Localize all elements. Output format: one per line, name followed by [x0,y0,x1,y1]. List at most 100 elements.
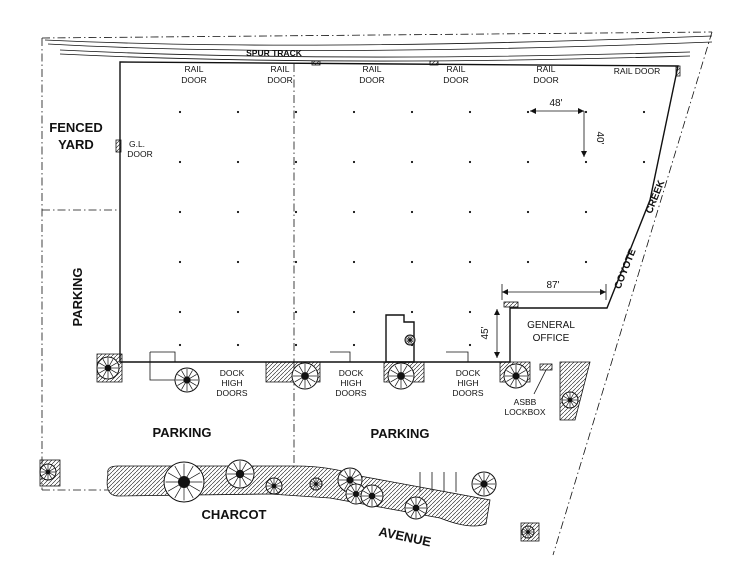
column-dot [236,310,240,314]
rail-door-5-label-b: DOOR [533,75,559,85]
column-dot [352,260,356,264]
avenue-label: AVENUE [377,524,432,550]
column-dot [526,260,530,264]
column-dot [352,343,356,347]
column-dot [468,210,472,214]
column-dot [526,210,530,214]
rail-door-4-label-a: RAIL [447,64,466,74]
column-dot [236,343,240,347]
column-dot [236,260,240,264]
column-grid [178,110,646,347]
tree-icon [387,362,415,390]
tree-icon [503,363,529,389]
column-dot [236,210,240,214]
dock-1-label-a: DOCK [220,368,245,378]
column-dot [584,260,588,264]
rail-door-6-label: RAIL DOOR [614,66,660,76]
tree-icon [174,367,200,393]
property-boundary [41,31,713,556]
tree-icon [163,461,205,503]
column-dot [410,310,414,314]
column-dot [468,310,472,314]
rail-door-1-label-b: DOOR [181,75,207,85]
gl-door-label-b: DOOR [127,149,153,159]
office-label-a: GENERAL [527,320,575,331]
parking-left-label: PARKING [70,268,85,327]
column-dot [468,343,472,347]
fenced-yard-label-a: FENCED [49,120,102,135]
parking-right-label: PARKING [371,426,430,441]
rail-door-3-label-a: RAIL [363,64,382,74]
column-dot [468,160,472,164]
tree-icon [404,334,416,346]
building-outline [119,61,679,363]
column-dot [294,160,298,164]
column-dot [178,343,182,347]
tree-icon [96,356,120,380]
tree-icon [291,362,319,390]
creek-label: CREEK [644,178,668,215]
dock-3-label-a: DOCK [456,368,481,378]
column-dot [178,310,182,314]
dock-3-label-c: DOORS [452,388,484,398]
column-dot [526,110,530,114]
rail-door-marks [311,60,681,77]
dock-2-label-c: DOORS [335,388,367,398]
column-dot [468,110,472,114]
asbb-label-a: ASBB [514,397,537,407]
gl-door-mark [115,139,122,153]
column-dot [584,210,588,214]
tree-icon [265,477,283,495]
office-label-b: OFFICE [533,333,570,344]
column-dot [410,160,414,164]
tree-icon [471,471,497,497]
frontage-landscape [106,465,491,527]
tree-icon [309,477,323,491]
dim-87-label: 87' [546,280,559,291]
column-dot [294,310,298,314]
column-dot [352,210,356,214]
dock-1-label-c: DOORS [216,388,248,398]
rail-door-2-label-a: RAIL [271,64,290,74]
gl-door-label-a: G.L. [129,139,145,149]
column-dot [584,110,588,114]
rail-door-1-label-a: RAIL [185,64,204,74]
dim-48-label: 48' [549,98,562,109]
column-dot [352,110,356,114]
column-dot [410,210,414,214]
dim-45-label: 45' [480,326,491,339]
column-dot [584,160,588,164]
column-dot [294,260,298,264]
column-dot [178,110,182,114]
rail-door-4-label-b: DOOR [443,75,469,85]
spur-track-label: SPUR TRACK [246,48,303,58]
column-dot [410,260,414,264]
rail-door-3-label-b: DOOR [359,75,385,85]
parking-middle-label: PARKING [153,425,212,440]
column-dot [352,160,356,164]
dock-2-label-b: HIGH [340,378,361,388]
column-dot [642,160,646,164]
trees [39,334,579,539]
dimension-arrow-icon [494,284,607,358]
lockbox-leader [533,369,547,395]
column-dot [178,210,182,214]
rail-door-5-label-a: RAIL [537,64,556,74]
column-dot [468,260,472,264]
tree-icon [225,459,255,489]
column-dot [236,110,240,114]
office-entry-mark [503,301,519,308]
dock-3-label-b: HIGH [457,378,478,388]
column-dot [294,343,298,347]
asbb-label-b: LOCKBOX [504,407,545,417]
tree-icon [404,496,428,520]
dimension-arrow-icon [530,108,587,157]
coyote-label: COYOTE [613,247,639,291]
column-dot [642,110,646,114]
office-landscape [559,361,591,421]
lockbox-icon [539,363,553,371]
dim-40-label: 40' [594,131,605,144]
spur-track [44,35,713,62]
